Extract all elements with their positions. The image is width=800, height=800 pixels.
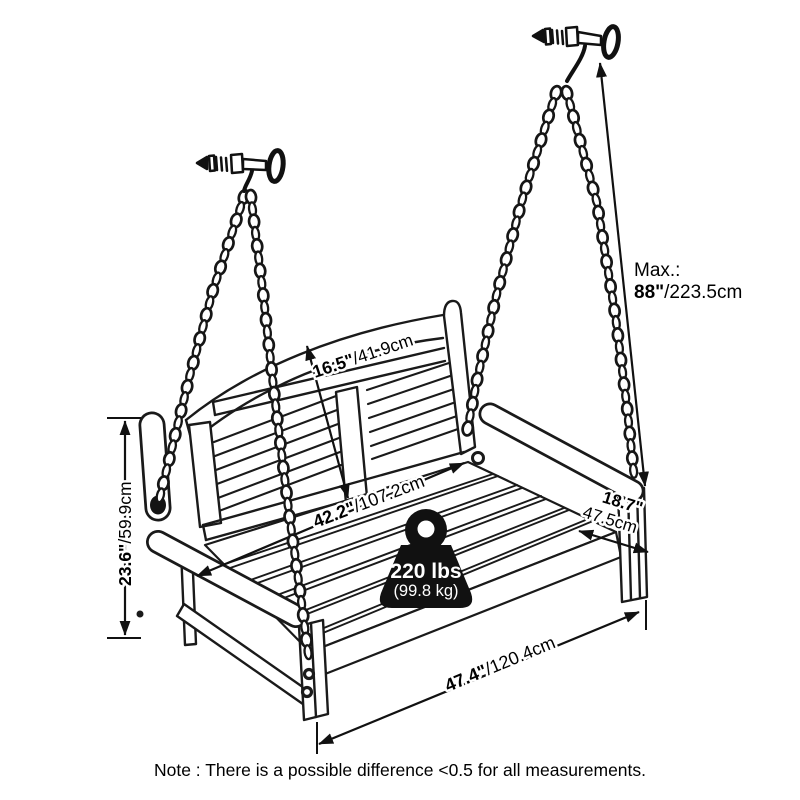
- dimension-lines: [107, 62, 649, 754]
- weight-lbs: 220 lbs: [390, 560, 461, 583]
- dim-line-chain-length: [596, 62, 649, 487]
- swing-drawing: [136, 299, 649, 722]
- dim-line-seat-width: [196, 461, 465, 578]
- ceiling-hooks: [195, 24, 621, 193]
- svg-text:Max.:: Max.:: [634, 260, 680, 281]
- svg-text:88"/223.5cm: 88"/223.5cm: [634, 282, 742, 303]
- weight-capacity-badge: 220 lbs (99.8 kg): [379, 509, 473, 608]
- label-side-height: 23.6"/59.9cm: [115, 481, 135, 586]
- chain-link: [461, 420, 475, 437]
- chains-layer: [155, 84, 639, 661]
- label-backrest-height: 16.5"/41.9cm: [310, 330, 416, 382]
- chain-link: [628, 462, 639, 479]
- chain-link: [155, 487, 166, 504]
- label-overall-length: 47.4"/120.4cm: [442, 632, 558, 695]
- label-chain-length: Max.: 88"/223.5cm: [632, 258, 745, 306]
- measurement-note: Note : There is a possible difference <0…: [154, 760, 646, 780]
- chain-link: [303, 644, 313, 661]
- weight-kg: (99.8 kg): [393, 582, 458, 600]
- dim-line-overall-length: [316, 600, 647, 754]
- dim-line-side-height: [107, 417, 141, 639]
- right-hook: [531, 24, 621, 83]
- dim-line-seat-depth: [578, 529, 649, 554]
- left-hook: [195, 148, 286, 193]
